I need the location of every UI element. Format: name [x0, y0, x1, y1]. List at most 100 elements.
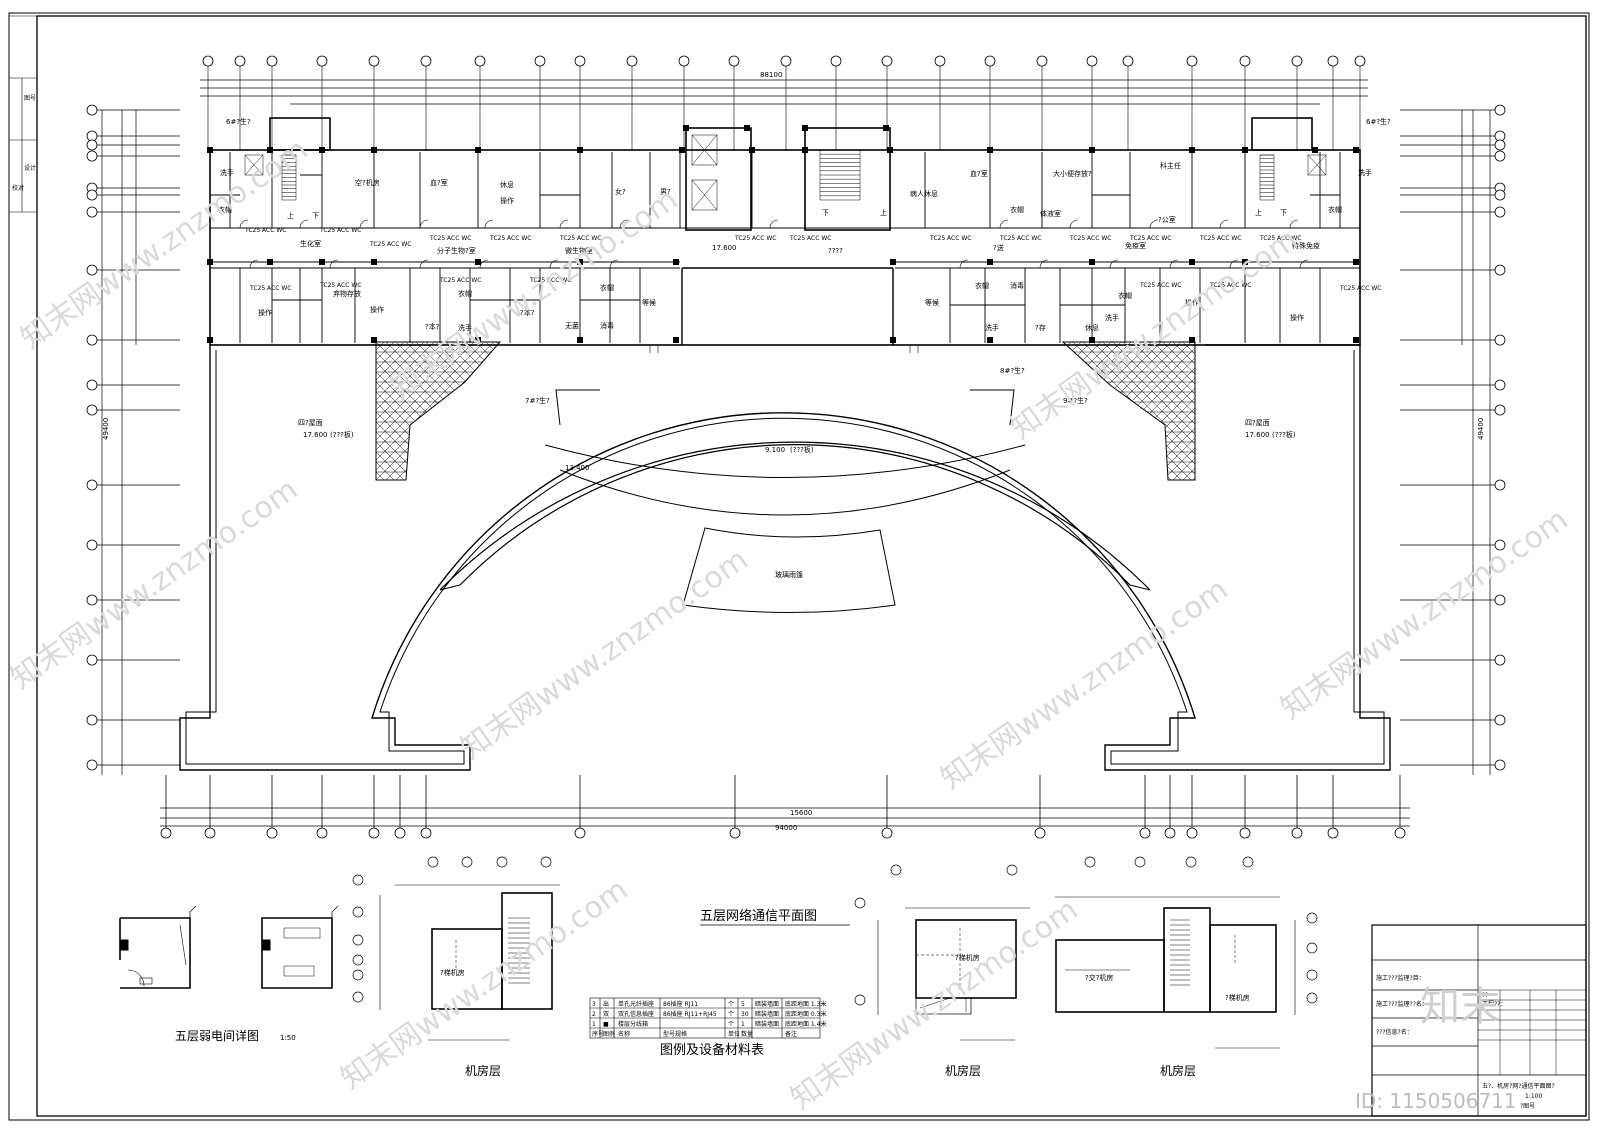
room-special-immune: 特殊免疫 — [1292, 241, 1320, 250]
hatch-line — [516, 342, 654, 480]
axis-bubble — [352, 874, 364, 886]
column — [1312, 147, 1318, 153]
axis-bubble — [1494, 334, 1506, 346]
axis-bubble — [574, 827, 586, 839]
hatch-line — [206, 342, 344, 480]
roof-right-note: (???板) — [1272, 430, 1296, 439]
room-body-fluid: 体液室 — [1040, 209, 1061, 218]
room-office: ?公室 — [1158, 215, 1176, 224]
hatch-line — [376, 342, 465, 480]
axis-bubble — [86, 404, 98, 416]
door-swing — [249, 259, 259, 269]
building-partitions — [210, 227, 1360, 269]
hatch-line — [1263, 342, 1401, 480]
hatch-line — [1283, 342, 1421, 480]
hatch-line — [636, 342, 774, 480]
machine-room-3-label: ?梯机房 — [1225, 993, 1250, 1002]
axis-bubble — [368, 827, 380, 839]
hatch-line — [376, 342, 415, 480]
axis-bubble — [474, 55, 486, 67]
center-elev-note: (???板) — [790, 445, 814, 454]
axis-bubble — [86, 654, 98, 666]
room-clothes-left-3: 衣帽 — [218, 205, 232, 214]
axis-bubble — [352, 969, 364, 981]
title-block-row1: 施工???监理?目： — [1376, 974, 1425, 982]
hatch-line — [1223, 342, 1361, 480]
hatch-line — [376, 342, 485, 480]
axis-bubble — [1494, 404, 1506, 416]
stair-down-center: 下 — [822, 209, 829, 217]
axis-bubble — [368, 55, 380, 67]
atrium-side-left — [555, 389, 600, 426]
hatch-line — [226, 342, 364, 480]
room-blood-left: 血?室 — [430, 178, 448, 187]
hatch-line — [455, 342, 500, 480]
legend-cell: 暗装墙面 — [755, 1020, 779, 1028]
room-sample: ?本? — [425, 322, 440, 331]
fixtures — [239, 219, 1309, 353]
hatch-line — [1063, 342, 1122, 480]
right-axis-bubbles — [1400, 104, 1506, 771]
column — [890, 337, 896, 343]
roof-right-label: 四?屋面 — [1245, 419, 1270, 427]
hatch-line — [1363, 342, 1501, 480]
machine-room-2-bubbles — [854, 864, 1018, 1006]
hatch-line — [566, 342, 704, 480]
roof-left-elev: 17.600 — [303, 431, 328, 439]
bottom-axis-bubbles — [160, 775, 1406, 839]
column — [371, 259, 377, 265]
hatch-line — [376, 342, 435, 480]
column — [802, 125, 808, 131]
room-wash-right-3: 洗手 — [1358, 168, 1372, 177]
door-swing — [1149, 219, 1159, 229]
cable-tag: TC25 ACC WC — [1069, 235, 1111, 242]
hatch-line — [1293, 342, 1431, 480]
atrium-outer-arc-2 — [559, 469, 1011, 516]
machine-room-3-bubbles — [1084, 856, 1318, 1004]
cable-tag: TC25 ACC WC — [319, 227, 361, 234]
hatch-line — [1343, 342, 1481, 480]
hatch-line — [236, 342, 374, 480]
axis-bubble — [86, 104, 98, 116]
hatch-line — [626, 342, 764, 480]
shaft7-label: 7#?生? — [525, 396, 550, 405]
hatch-line — [626, 342, 764, 480]
hatch-line — [1363, 342, 1501, 480]
column — [673, 259, 679, 265]
door-swing — [479, 259, 489, 269]
atrium-outer-arc — [439, 441, 1151, 591]
axis-bubble — [1242, 856, 1254, 868]
stair-flight — [691, 134, 718, 166]
axis-bubble — [1494, 150, 1506, 162]
hatch-line — [376, 342, 415, 480]
room-clothes-left: 衣帽 — [600, 283, 614, 292]
elevator-x — [691, 134, 718, 166]
room-clothes-right-2: 衣帽 — [975, 281, 989, 290]
hatch-line — [465, 342, 500, 480]
hatch-line — [475, 342, 500, 480]
column — [887, 147, 893, 153]
axis-bubble — [1494, 379, 1506, 391]
side-strip-c: 校对 — [12, 184, 24, 192]
axis-bubble — [1134, 856, 1146, 868]
axis-bubble — [1354, 55, 1366, 67]
column — [319, 259, 325, 265]
watermark-2: 知末网www.znzmo.com — [385, 182, 685, 407]
axis-bubble — [1084, 856, 1096, 868]
legend-title: 图例及设备材料表 — [660, 1042, 764, 1058]
column — [1089, 337, 1095, 343]
main-plan-text: 88100 94000 15600 49400 49400 四?屋面 17.60… — [102, 71, 1485, 832]
axis-bubble — [1494, 189, 1506, 201]
bottom-dimension-lines — [160, 807, 1410, 827]
title-block-drawing-name: 五?、机房?网?通信平面图? — [1482, 1082, 1555, 1090]
column — [577, 147, 583, 153]
room-dept-chief: 科主任 — [1160, 161, 1181, 170]
legend-cell: ■ — [603, 1021, 609, 1028]
legend-cell: 5 — [741, 1001, 745, 1008]
hatch-line — [1132, 342, 1195, 480]
door-swing — [329, 259, 339, 269]
cable-tag: TC25 ACC WC — [1259, 235, 1301, 242]
room-rest-right: 休息 — [1085, 323, 1099, 332]
hatch-line — [1182, 342, 1195, 480]
